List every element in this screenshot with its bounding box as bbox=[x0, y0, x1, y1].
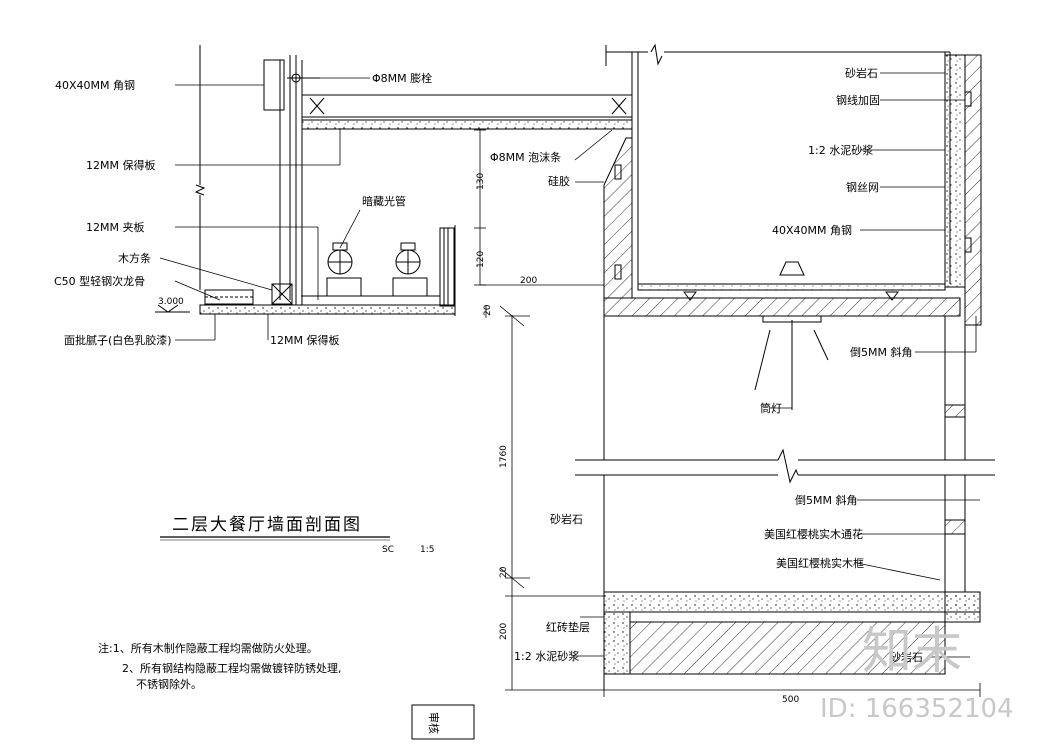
stamp-box: 审核 bbox=[411, 704, 475, 740]
dim-20-top: 20 bbox=[483, 304, 493, 316]
label-downlight: 筒灯 bbox=[760, 401, 782, 415]
label-chamfer-top: 倒5MM 斜角 bbox=[850, 346, 912, 359]
title-scale-right: 1:5 bbox=[420, 545, 434, 555]
label-cherry-frame: 美国红樱桃实木框 bbox=[776, 556, 864, 570]
label-anchor-bolt: Φ8MM 膨栓 bbox=[372, 71, 432, 85]
label-red-brick: 红砖垫层 bbox=[546, 620, 590, 634]
wall-section bbox=[575, 43, 995, 690]
label-wood-strip: 木方条 bbox=[118, 251, 151, 265]
leader-lines bbox=[159, 72, 980, 658]
note-line-2: 2、所有钢结构隐蔽工程均需做镀锌防锈处理, bbox=[122, 661, 342, 675]
note-line-3: 不锈钢除外。 bbox=[136, 677, 202, 691]
dimension-texts: 130 120 200 20 1760 20 200 500 bbox=[476, 173, 799, 705]
labels-right: 砂岩石 钢线加固 1:2 水泥砂浆 钢丝网 40X40MM 角钢 倒5MM 斜角… bbox=[764, 66, 923, 664]
label-angle-steel-right: 40X40MM 角钢 bbox=[772, 224, 852, 237]
label-c50-keel: C50 型轻钢次龙骨 bbox=[54, 274, 145, 288]
label-mortar: 1:2 水泥砂浆 bbox=[808, 143, 873, 157]
dim-200-h: 200 bbox=[520, 276, 537, 286]
label-chamfer-bottom: 倒5MM 斜角 bbox=[795, 494, 857, 507]
label-steel-wire-reinforce: 钢线加固 bbox=[836, 93, 880, 107]
label-sandstone-wall: 砂岩石 bbox=[550, 512, 583, 526]
watermark-id: ID: 166352104 bbox=[820, 694, 1014, 724]
labels-mid: Φ8MM 泡沫条 硅胶 砂岩石 红砖垫层 1:2 水泥砂浆 筒灯 bbox=[490, 150, 782, 663]
notes: 注:1、所有木制作隐蔽工程均需做防火处理。 2、所有钢结构隐蔽工程均需做镀锌防锈… bbox=[98, 641, 342, 691]
label-silicone: 硅胶 bbox=[548, 174, 570, 188]
dim-120: 120 bbox=[476, 251, 486, 268]
dim-20-bot: 20 bbox=[499, 566, 509, 578]
label-mortar-bottom: 1:2 水泥砂浆 bbox=[514, 649, 579, 663]
dim-500: 500 bbox=[782, 695, 799, 705]
label-cherry-lattice: 美国红樱桃实木通花 bbox=[764, 527, 863, 541]
labels-left: 40X40MM 角钢 Φ8MM 膨栓 12MM 保得板 暗藏光管 12MM 夹板… bbox=[54, 71, 432, 347]
label-sandstone-bottom: 砂岩石 bbox=[890, 650, 923, 664]
note-line-1: 注:1、所有木制作隐蔽工程均需做防火处理。 bbox=[98, 641, 318, 655]
label-steel-mesh: 钢丝网 bbox=[846, 181, 879, 194]
label-putty: 面批腻子(白色乳胶漆) bbox=[64, 333, 172, 347]
title-scale-left: SC bbox=[382, 545, 394, 555]
label-sandstone: 砂岩石 bbox=[845, 66, 878, 80]
drawing-title: 二层大餐厅墙面剖面图 bbox=[172, 515, 362, 535]
dim-200-v: 200 bbox=[499, 623, 509, 640]
label-board-12-bottom: 12MM 保得板 bbox=[270, 333, 339, 347]
stamp-text: 审核 bbox=[427, 712, 441, 734]
dim-130: 130 bbox=[476, 173, 486, 190]
watermark-brand: 知末 bbox=[862, 622, 962, 680]
label-concealed-light-tube: 暗藏光管 bbox=[362, 194, 406, 208]
ceiling-section bbox=[155, 45, 633, 316]
label-angle-steel: 40X40MM 角钢 bbox=[55, 79, 135, 92]
dim-1760: 1760 bbox=[499, 445, 509, 468]
drawing-title-block: 二层大餐厅墙面剖面图 SC 1:5 bbox=[160, 515, 434, 555]
label-level: 3.000 bbox=[158, 297, 184, 307]
watermark: 知末 ID: 166352104 bbox=[820, 622, 1014, 724]
label-foam-strip: Φ8MM 泡沫条 bbox=[490, 150, 561, 164]
dimension-lines-left bbox=[474, 129, 981, 697]
label-plywood-12: 12MM 夹板 bbox=[86, 220, 144, 234]
label-board-12-top: 12MM 保得板 bbox=[86, 158, 155, 172]
